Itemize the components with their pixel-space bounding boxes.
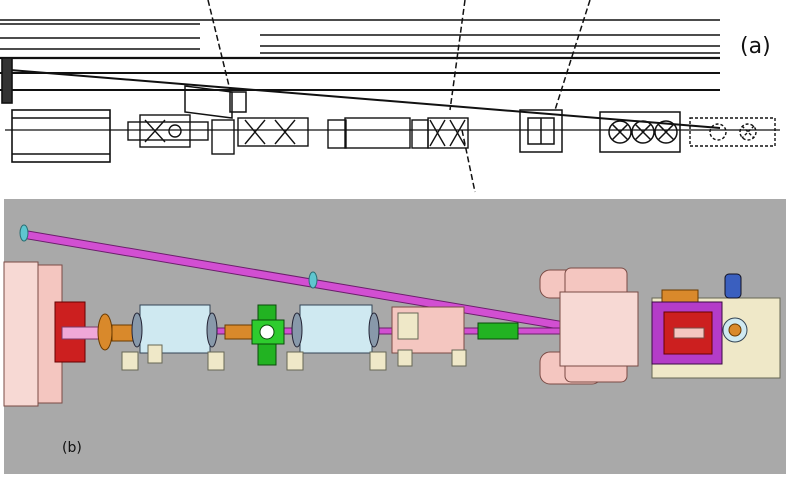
- analysing-magnet: [539, 267, 639, 385]
- panel-b-label: (b): [62, 440, 82, 456]
- steering-element: [184, 85, 247, 119]
- pointer-arrows: [207, 0, 591, 193]
- gate-valve-cross: [251, 304, 285, 366]
- end-station: [689, 117, 776, 147]
- diagonal-beam-pipe: [19, 224, 566, 331]
- target-chamber: [519, 109, 563, 153]
- quadrupole-triplet: [599, 111, 681, 153]
- vacuum-chamber-2: [211, 117, 309, 155]
- panel-a-line-drawing: (a): [0, 0, 794, 196]
- drift-section: [327, 117, 469, 149]
- panel-a-label: (a): [740, 34, 771, 59]
- left-dipole-magnet: [3, 261, 108, 407]
- steering-chamber: [391, 306, 467, 367]
- end-station: [651, 273, 781, 379]
- green-drift-tube: [477, 322, 519, 340]
- flange-1: [97, 313, 135, 351]
- vacuum-chamber-2: [286, 304, 387, 371]
- top-guide-lines: [0, 19, 720, 91]
- panel-a-svg: [0, 0, 780, 193]
- vacuum-chamber-1: [127, 114, 209, 148]
- bellows-1: [224, 324, 256, 340]
- vacuum-chamber-1: [121, 304, 225, 371]
- left-dipole-magnet: [1, 57, 111, 163]
- diagonal-beamline: [9, 69, 721, 129]
